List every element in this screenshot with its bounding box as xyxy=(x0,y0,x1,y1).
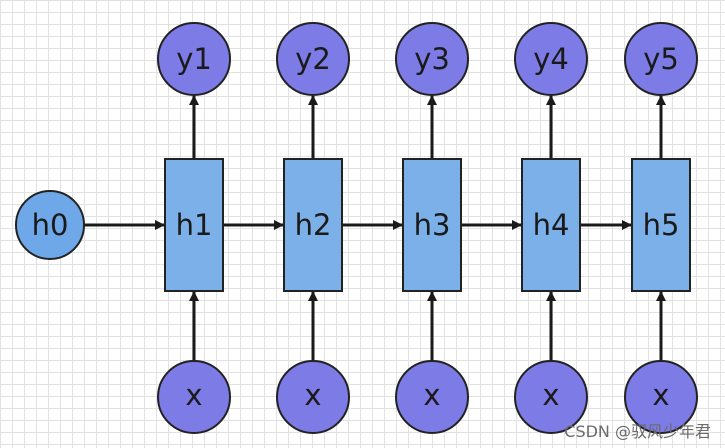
hidden-state-label-5: h5 xyxy=(643,208,680,242)
watermark: CSDN @驭风少年君 xyxy=(564,422,711,441)
edges-layer xyxy=(84,95,666,361)
input-node-1 xyxy=(157,360,231,434)
hidden-state-box-3 xyxy=(402,158,462,292)
initial-state-node xyxy=(15,190,85,260)
output-label-5: y5 xyxy=(643,42,679,76)
output-node-2 xyxy=(276,22,350,96)
output-node-4 xyxy=(514,22,588,96)
output-label-2: y2 xyxy=(295,42,331,76)
hidden-state-label-4: h4 xyxy=(533,208,570,242)
output-node-1 xyxy=(157,22,231,96)
input-node-2 xyxy=(276,360,350,434)
input-label-4: x xyxy=(542,378,559,412)
input-label-1: x xyxy=(185,378,202,412)
input-label-2: x xyxy=(304,378,321,412)
output-node-5 xyxy=(624,22,698,96)
hidden-state-box-5 xyxy=(631,158,691,292)
hidden-state-box-4 xyxy=(521,158,581,292)
hidden-state-box-1 xyxy=(164,158,224,292)
nodes-layer: h0 h1 y1 x h2 y2 x h3 y3 x h4 y4 x h5 y5 x xyxy=(15,22,698,434)
output-label-1: y1 xyxy=(176,42,212,76)
hidden-state-label-2: h2 xyxy=(295,208,332,242)
initial-state-label: h0 xyxy=(32,208,69,242)
input-node-4 xyxy=(514,360,588,434)
hidden-state-box-2 xyxy=(283,158,343,292)
input-label-3: x xyxy=(423,378,440,412)
hidden-state-label-1: h1 xyxy=(176,208,213,242)
hidden-state-label-3: h3 xyxy=(414,208,451,242)
input-node-5 xyxy=(624,360,698,434)
input-label-5: x xyxy=(652,378,669,412)
input-node-3 xyxy=(395,360,469,434)
output-label-3: y3 xyxy=(414,42,450,76)
output-label-4: y4 xyxy=(533,42,569,76)
output-node-3 xyxy=(395,22,469,96)
